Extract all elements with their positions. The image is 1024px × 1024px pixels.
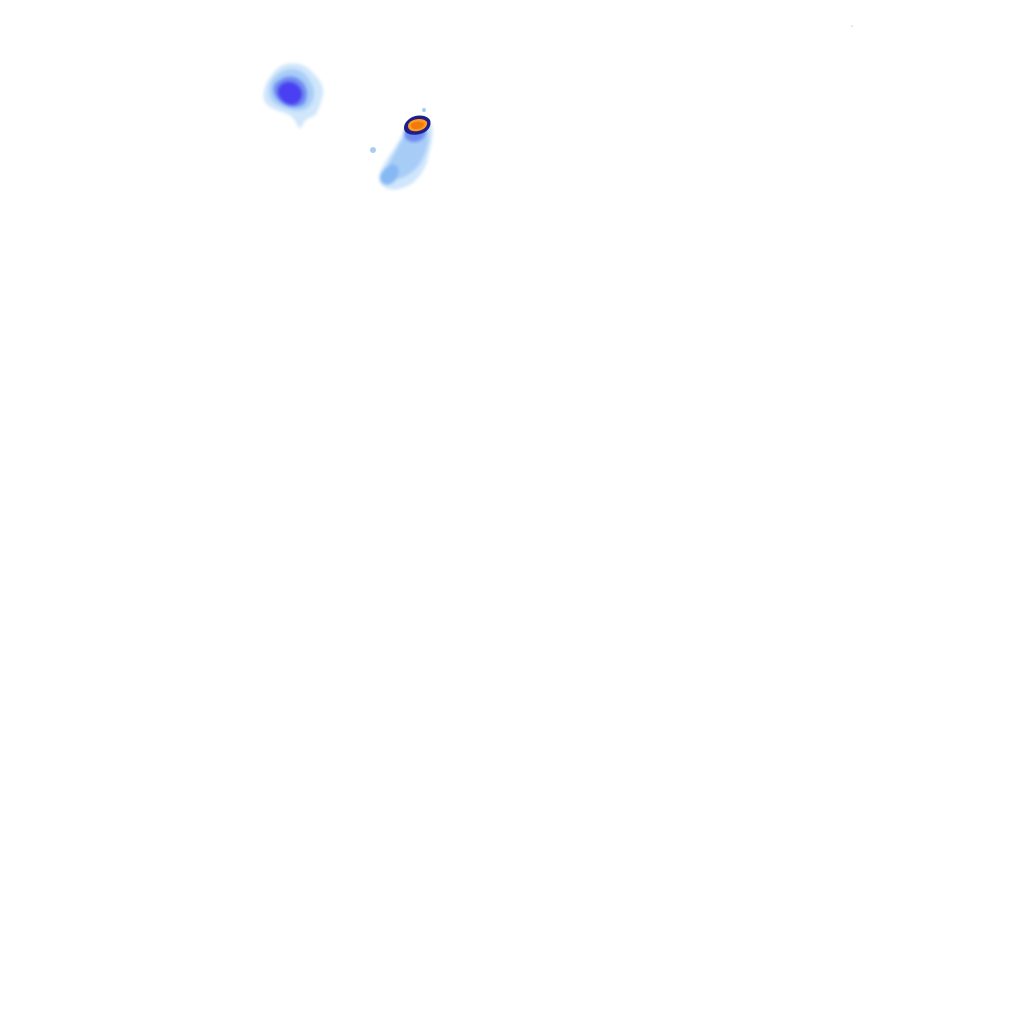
precip-cell-northwest bbox=[263, 63, 324, 129]
precip-cell-north-central-light-moderate bbox=[380, 164, 399, 185]
precip-cell-north-central bbox=[370, 108, 433, 190]
precip-echo-small-north bbox=[422, 108, 426, 112]
precip-cell-north-central-intense-center bbox=[411, 121, 424, 129]
precip-echo-small-west bbox=[370, 147, 376, 153]
precip-echo-faint-northeast bbox=[851, 25, 853, 27]
precip-cell-northwest-heavy bbox=[277, 81, 303, 105]
